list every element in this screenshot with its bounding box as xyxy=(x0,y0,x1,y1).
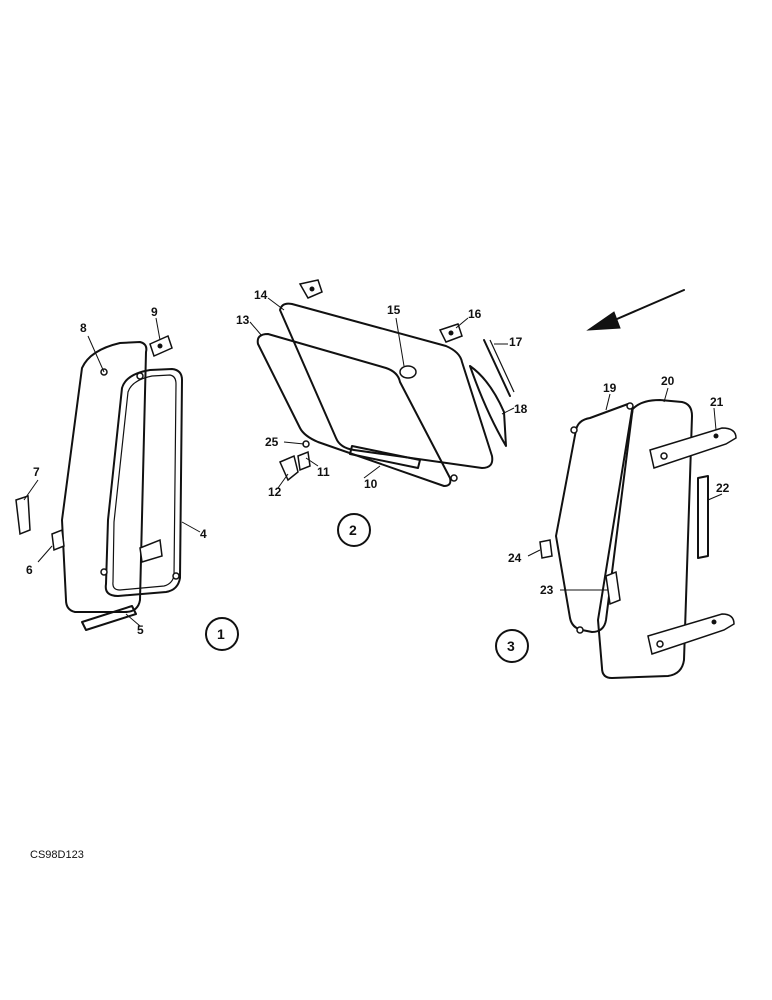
latch-12 xyxy=(279,454,299,482)
strip-5 xyxy=(81,605,137,631)
latch-11 xyxy=(297,450,311,472)
callout-24: 24 xyxy=(508,551,522,565)
glass-panel-8 xyxy=(61,341,148,613)
callout-8: 8 xyxy=(80,321,87,335)
callout-13: 13 xyxy=(236,313,250,327)
callout-10: 10 xyxy=(364,477,378,491)
catch-23 xyxy=(605,570,621,606)
callout-19: 19 xyxy=(603,381,617,395)
view-marker-1-label: 1 xyxy=(217,626,225,642)
view-marker-3-label: 3 xyxy=(507,638,515,654)
glass-panel-20 xyxy=(597,399,693,679)
callout-11: 11 xyxy=(317,465,330,479)
assembly-view-2: 10 11 12 13 14 15 16 17 18 25 2 xyxy=(236,279,528,547)
callout-12: 12 xyxy=(268,485,282,499)
callout-17: 17 xyxy=(509,335,523,349)
view-marker-3 xyxy=(495,629,529,663)
knob-15 xyxy=(399,365,417,379)
catch-6 xyxy=(51,528,65,552)
callout-18: 18 xyxy=(514,402,528,416)
glass-panel-15 xyxy=(279,302,494,469)
seal-13 xyxy=(256,333,452,487)
part-24 xyxy=(539,539,553,559)
assembly-view-3: 19 20 21 22 23 24 3 xyxy=(495,374,737,679)
drawing-code: CS98D123 xyxy=(30,849,84,861)
view-marker-2-label: 2 xyxy=(349,522,357,538)
callout-9: 9 xyxy=(151,305,158,319)
callout-16: 16 xyxy=(468,307,482,321)
callout-23: 23 xyxy=(540,583,554,597)
callout-4: 4 xyxy=(200,527,207,541)
callout-5: 5 xyxy=(137,623,144,637)
strip-22 xyxy=(697,475,709,559)
hinge-21 xyxy=(649,427,737,469)
handle-7 xyxy=(15,494,31,536)
assembly-view-1: 4 5 6 7 8 9 1 xyxy=(15,305,239,651)
strip-10 xyxy=(349,445,421,469)
view-marker-2 xyxy=(337,513,371,547)
callout-25: 25 xyxy=(265,435,279,449)
callout-15: 15 xyxy=(387,303,401,317)
wiper-18 xyxy=(469,365,507,447)
callout-21: 21 xyxy=(710,395,724,409)
strut-17 xyxy=(483,339,511,397)
seal-4 xyxy=(104,368,183,597)
callout-14: 14 xyxy=(254,288,268,302)
callout-6: 6 xyxy=(26,563,33,577)
callout-7: 7 xyxy=(33,465,40,479)
view-marker-1 xyxy=(205,617,239,651)
callout-20: 20 xyxy=(661,374,675,388)
direction-arrow xyxy=(586,289,685,331)
seal-19 xyxy=(555,403,634,633)
latch-bracket xyxy=(139,538,163,563)
callout-22: 22 xyxy=(716,481,730,495)
hinge-lower xyxy=(647,613,735,655)
